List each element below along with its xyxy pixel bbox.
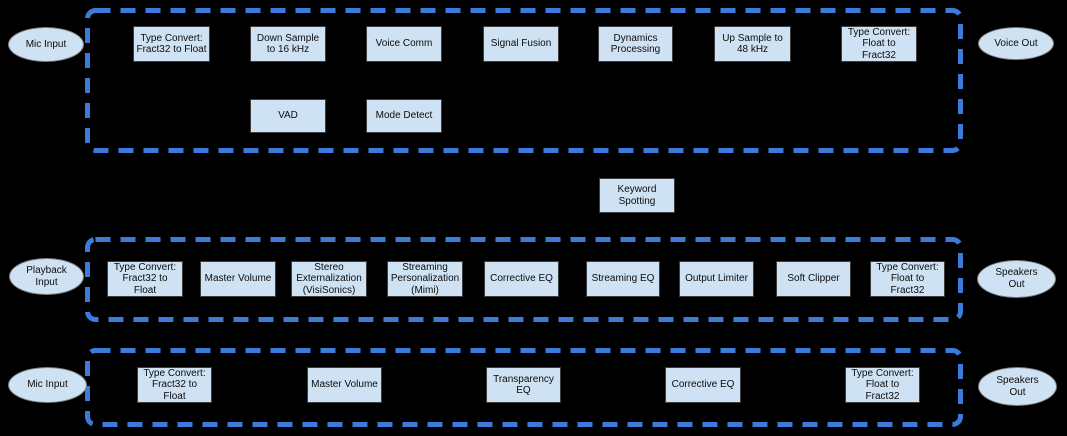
chain-container-playback-chain — [85, 237, 963, 322]
processing-block: Corrective EQ — [665, 367, 741, 403]
input-oval-playback-chain: Playback Input — [9, 258, 84, 295]
processing-block: Type Convert: Float to Fract32 — [870, 261, 945, 297]
processing-block: Stereo Externalization (VisiSonics) — [291, 261, 367, 297]
input-oval-voice-chain: Mic Input — [8, 27, 84, 62]
chain-container-mic-passthrough-chain — [85, 348, 963, 427]
processing-block: Type Convert: Fract32 to Float — [137, 367, 212, 403]
processing-block: Type Convert: Float to Fract32 — [845, 367, 920, 403]
processing-block: Keyword Spotting — [599, 178, 675, 213]
processing-block: Voice Comm — [366, 26, 442, 62]
processing-block: Type Convert: Fract32 to Float — [107, 261, 183, 297]
processing-block: Type Convert: Float to Fract32 — [841, 26, 917, 62]
processing-block: Streaming Personalization (Mimi) — [387, 261, 463, 297]
processing-block: Streaming EQ — [586, 261, 660, 297]
processing-block: Type Convert: Fract32 to Float — [133, 26, 210, 62]
processing-block: VAD — [250, 99, 326, 133]
processing-block: Transparency EQ — [486, 367, 561, 403]
processing-block: Signal Fusion — [483, 26, 559, 62]
processing-block: Output Limiter — [679, 261, 754, 297]
processing-block: Master Volume — [307, 367, 382, 403]
output-oval-voice-chain: Voice Out — [978, 27, 1054, 60]
processing-block: Down Sample to 16 kHz — [250, 26, 326, 62]
processing-block: Soft Clipper — [776, 261, 851, 297]
output-oval-mic-passthrough-chain: Speakers Out — [978, 367, 1057, 406]
processing-block: Mode Detect — [366, 99, 442, 133]
processing-block: Master Volume — [200, 261, 276, 297]
input-oval-mic-passthrough-chain: Mic Input — [8, 367, 87, 403]
processing-block: Dynamics Processing — [598, 26, 673, 62]
output-oval-playback-chain: Speakers Out — [977, 260, 1056, 298]
processing-block: Corrective EQ — [484, 261, 559, 297]
chain-container-voice-chain — [85, 8, 963, 153]
processing-block: Up Sample to 48 kHz — [714, 26, 791, 62]
